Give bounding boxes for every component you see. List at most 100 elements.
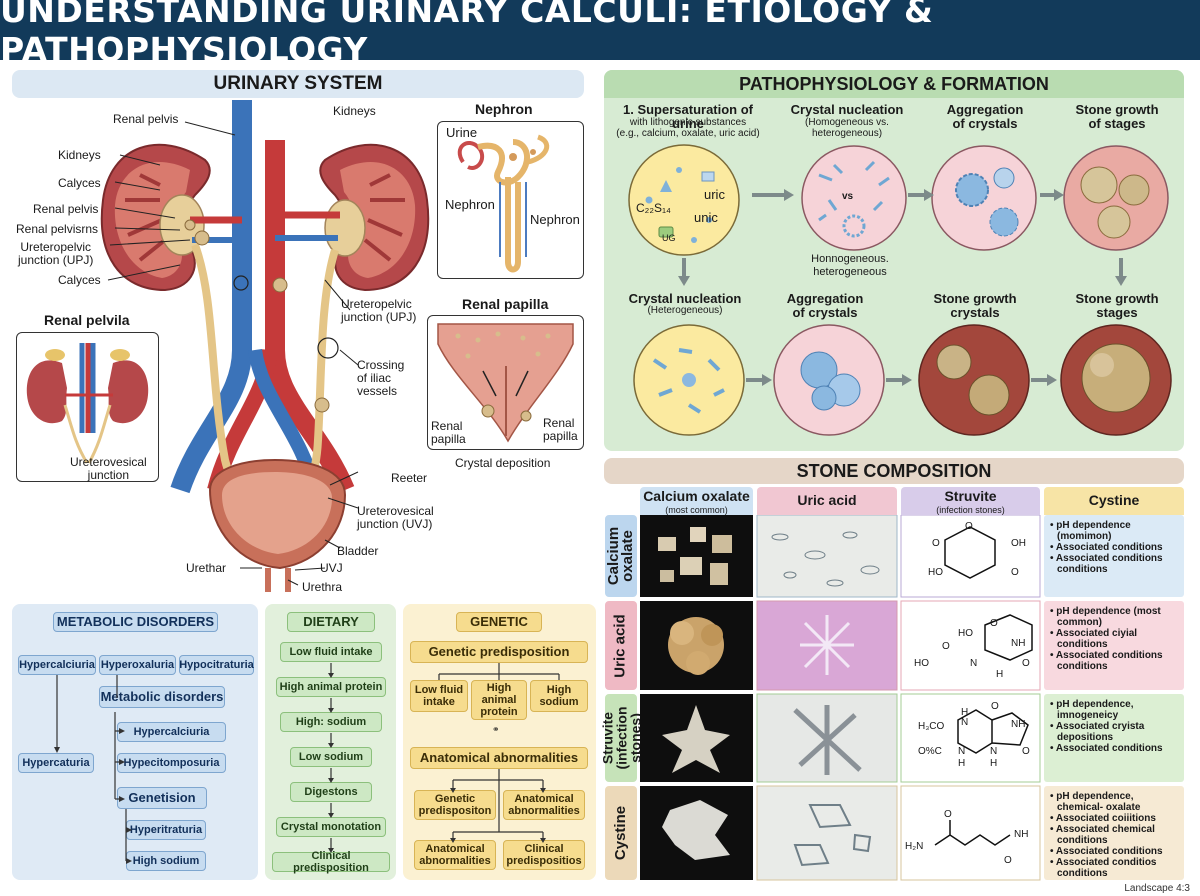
metabolic-header: METABOLIC DISORDERS [53,612,218,632]
step-nucleation-title: Crystal nucleation [790,102,904,117]
genetic-anat-item-1: Genetic predispositon [414,790,496,820]
dietary-item-5: Digestons [290,782,372,802]
formation-circles [628,144,1172,436]
label-kidneys-left: Kidneys [58,148,101,162]
note-item: Associated conditions [1050,743,1182,754]
chem-r3-o2: O [1022,746,1030,757]
metabolic-top-1: Hypercalciuria [18,655,96,675]
urinary-system-header: URINARY SYSTEM [12,70,584,98]
chem-r3-n2: N [958,746,966,757]
genetic-item-2: High animal protein [471,680,527,720]
papilla-caption: Crystal deposition [455,456,551,470]
step2-growth-crystals-title: Stone growth crystals [933,291,1017,320]
nephron-label-right: Nephron [530,212,580,227]
nephron-drawing [457,134,550,273]
step2-growth-stages-title: Stone growth stages [1075,291,1159,320]
label-reeter: Reeter [391,471,428,485]
notes-struvite: pH dependence, imnogeneicy Associated cr… [1050,699,1182,754]
step2-nucleation-title: Crystal nucleation [628,291,742,306]
label-calyces-1: Calyces [58,176,101,190]
metabolic-sub-item-1: Hypercalciuria [117,722,226,742]
row-head-uric-acid: Uric acid [605,601,637,690]
genetic-anat-item-3: Anatomical abnormalities [414,840,496,870]
stone-composition-panel: STONE COMPOSITION [604,458,1184,484]
genetic-anat-head: Anatomical abnormalities [410,747,588,769]
chem-r1-o1: O [932,538,940,549]
nephron-label-urine: Urine [446,125,478,140]
composition-images [640,515,1041,881]
circle1-uric: uric [704,187,725,202]
metabolic-sub-item-2: Hypecitomposuria [117,753,226,773]
chem-r3-h3: H [990,758,998,769]
renal-papilla-drawing [437,323,574,443]
metabolic-top-3: Hypocitraturia [179,655,254,675]
row-head-cystine: Cystine [605,786,637,880]
dietary-header: DIETARY [287,612,375,632]
chem-r1-ho: HO [928,567,943,578]
chem-r2-o2: O [1022,658,1030,669]
genetic-header: GENETIC [456,612,542,632]
chem-r2-ho: HO [914,658,929,669]
chem-r3-h2: H [958,758,966,769]
note-item: pH dependence (most common) [1050,606,1182,628]
label-calyces-2: Calyces [58,273,101,287]
nephron-inset [437,121,584,279]
circle2-caption: Honnogeneous. heterogeneous [811,253,889,278]
right-kidney-drawing [319,143,430,292]
note-item: Associated conditions [1050,846,1182,857]
pathophysiology-header: PATHOPHYSIOLOGY & FORMATION [604,70,1184,98]
label-urethar: Urethar [186,561,227,575]
metabolic-connectors [54,675,132,864]
step2-aggregation-title: Aggregation of crystals [786,291,864,320]
renal-pelvila-inset [16,332,159,482]
step-nucleation-sub: (Homogeneous vs. heterogeneous) [805,117,889,139]
row-head-struvite: Struvite (infection stones) [599,694,643,782]
label-upj-left: Ureteropelvic junction (UPJ) [18,240,94,267]
footnote: Landscape 4:3 [1124,883,1190,894]
label-urethra: Urethra [302,580,343,594]
step2-nucleation-sub: (Heterogeneous) [647,305,723,316]
dietary-item-2: High animal protein [276,677,386,697]
chem-r4-h2n: H₂N [905,841,924,852]
metabolic-gen-item-1: Hyperitraturia [126,820,206,840]
left-kidney-drawing [100,143,211,292]
chem-r1-o2: O [965,521,973,532]
genetic-sub-head: Genetic predisposition [410,641,588,663]
circle-nucleation [801,145,907,251]
metabolic-hypercaturia: Hypercaturia [18,753,94,773]
dietary-item-1: Low fluid intake [280,642,382,662]
chem-r2-nh1: NH [1011,638,1026,649]
label-kidneys-top: Kidneys [333,104,376,118]
col-head-uric-acid: Uric acid [757,487,897,515]
renal-papilla-title: Renal papilla [462,296,549,312]
note-item: Associated conditions [1050,542,1182,553]
notes-cystine: pH dependence, chemical- oxalate Associa… [1050,791,1182,879]
stone-composition-header: STONE COMPOSITION [796,460,992,481]
renal-pelvila-title: Renal pelvila [44,312,130,328]
metabolic-sub-head: Metabolic disorders [99,686,225,708]
renal-pelvila-drawing [26,343,149,464]
genetic-anat-item-2: Anatomical abnormalities [503,790,585,820]
label-renal-pelvisrns: Renal pelvisrns [16,222,99,236]
note-item: Associated conditions conditions [1050,553,1182,575]
circle1-formula: C₂₂S₁₄ [636,201,671,215]
notes-calcium-oxalate: pH dependence (momimon) Associated condi… [1050,520,1182,575]
label-bladder: Bladder [337,544,379,558]
step-growth-title: Stone growth of stages [1075,102,1159,131]
chem-r2-n: N [970,658,978,669]
step-supersaturation-title: 1. Supersaturation of urine [622,102,754,131]
note-item: pH dependence (momimon) [1050,520,1182,542]
step-aggregation-title: Aggregation of crystals [946,102,1024,131]
step-supersaturation-sub: with lithogenic substances (e.g., calciu… [616,117,760,139]
chem-r3-onc: O%C [918,746,942,757]
note-item: Associated conditios conditions [1050,857,1182,879]
circle1-ug: UG [662,233,676,243]
note-item: Associated coiiitions [1050,813,1182,824]
chem-r3-n1: N [961,717,969,728]
chem-r2-o1: O [942,641,950,652]
chem-r4-nh: NH [1014,829,1029,840]
chem-r2-ho-top: HO [958,628,973,639]
genetic-connectors [438,663,560,843]
label-renal-pelvis-top: Renal pelvis [113,112,179,126]
label-crossing-iliac: Crossing of iliac vessels [357,358,405,398]
